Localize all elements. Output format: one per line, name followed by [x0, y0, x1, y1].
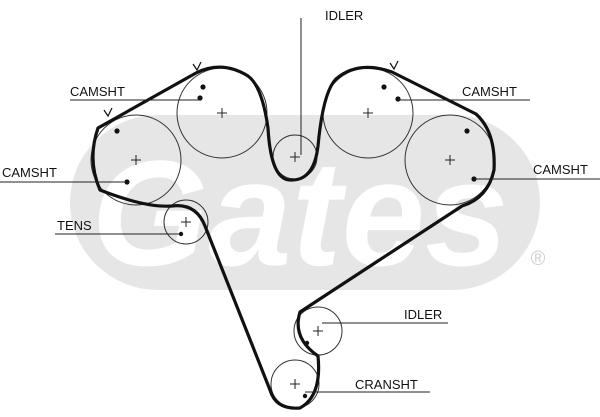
gates-logo-text: Gates: [92, 129, 509, 297]
belt-tick-marks: [103, 60, 399, 118]
label-idler-top: IDLER: [325, 8, 363, 23]
camshaft-pulley-left: [90, 114, 182, 206]
label-camshaft-right: CAMSHT: [533, 162, 588, 177]
tensioner-pulley: [163, 199, 209, 245]
label-camshaft-upper-right: CAMSHT: [462, 84, 517, 99]
pulley-centers: [131, 108, 455, 389]
timing-belt: [91, 65, 496, 410]
leader-lines: [0, 18, 600, 393]
label-camshaft-upper-left: CAMSHT: [70, 84, 125, 99]
component-labels: IDLER CAMSHT CAMSHT CAMSHT CAMSHT TENS I…: [2, 8, 588, 392]
registered-mark: ®: [531, 248, 546, 270]
label-crankshaft: CRANSHT: [355, 377, 418, 392]
label-idler-lower: IDLER: [404, 307, 442, 322]
label-tensioner: TENS: [57, 218, 92, 233]
gates-logo-watermark: Gates ®: [70, 115, 546, 297]
label-camshaft-left: CAMSHT: [2, 165, 57, 180]
